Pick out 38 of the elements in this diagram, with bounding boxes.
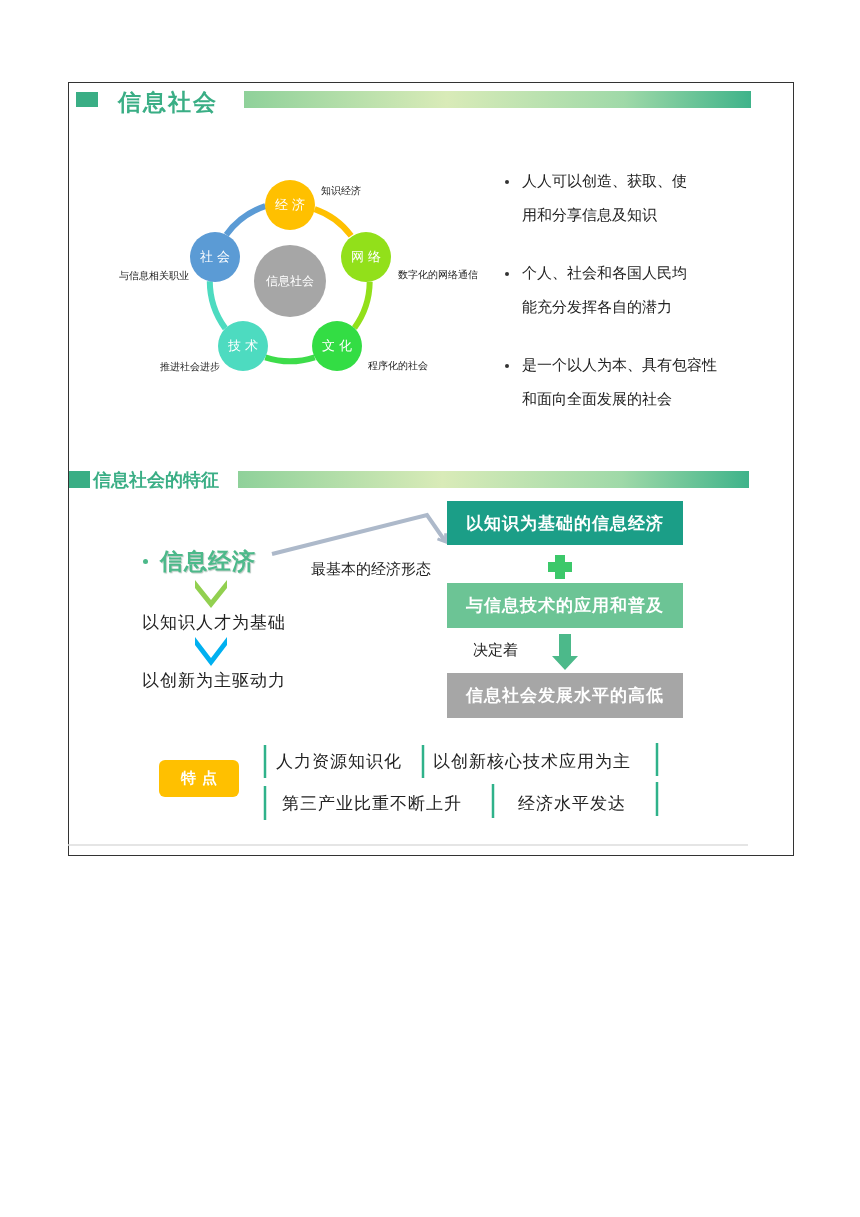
ring-segment	[313, 206, 354, 238]
arrow	[271, 512, 448, 556]
caption-text: 程序化的社会	[368, 359, 428, 373]
topic-circle: 文化	[312, 321, 362, 371]
center-circle: 信息社会	[254, 245, 326, 317]
label-badge: 特点	[159, 760, 239, 797]
chevron-arrow	[195, 580, 227, 608]
heading-text: 信息经济	[160, 545, 268, 577]
topic-circle: 技术	[218, 321, 268, 371]
ring-segment	[206, 281, 228, 330]
caption-text: 推进社会进步	[160, 360, 220, 374]
topic-circle: 网络	[341, 232, 391, 282]
edge-label: 决定着	[473, 641, 518, 660]
feature-text: 人力资源知识化	[276, 750, 402, 773]
section-title: 信息社会	[118, 88, 218, 117]
feature-text: 第三产业比重不断上升	[282, 792, 462, 815]
chevron-arrow	[195, 637, 227, 666]
down-arrow	[552, 634, 578, 670]
point-text: 以知识人才为基础	[135, 610, 293, 634]
topic-circle: 社会	[190, 232, 240, 282]
process-box: 信息社会发展水平的高低	[447, 673, 683, 718]
topic-circle: 经济	[265, 180, 315, 230]
caption-text: 知识经济	[321, 184, 361, 198]
process-box: 与信息技术的应用和普及	[447, 583, 683, 628]
feature-text: 以创新核心技术应用为主	[433, 750, 631, 773]
ring-segment	[351, 281, 373, 330]
edge-label: 最基本的经济形态	[311, 560, 431, 579]
process-box: 以知识为基础的信息经济	[447, 501, 683, 545]
feature-text: 经济水平发达	[518, 792, 626, 815]
bullet-text: 是一个以人为本、具有包容性和面向全面发展的社会	[522, 355, 718, 410]
bullet-text: 人人可以创造、获取、使用和分享信息及知识	[522, 171, 688, 226]
ring-segment	[264, 354, 316, 365]
caption-text: 数字化的网络通信	[398, 268, 478, 282]
point-text: 以创新为主驱动力	[135, 668, 293, 692]
ring-segment	[224, 203, 267, 237]
bullet-text: 个人、社会和各国人民均能充分发挥各自的潜力	[522, 263, 688, 318]
caption-text: 与信息相关职业	[119, 269, 189, 283]
section-heading: 信息社会的特征	[93, 468, 219, 492]
